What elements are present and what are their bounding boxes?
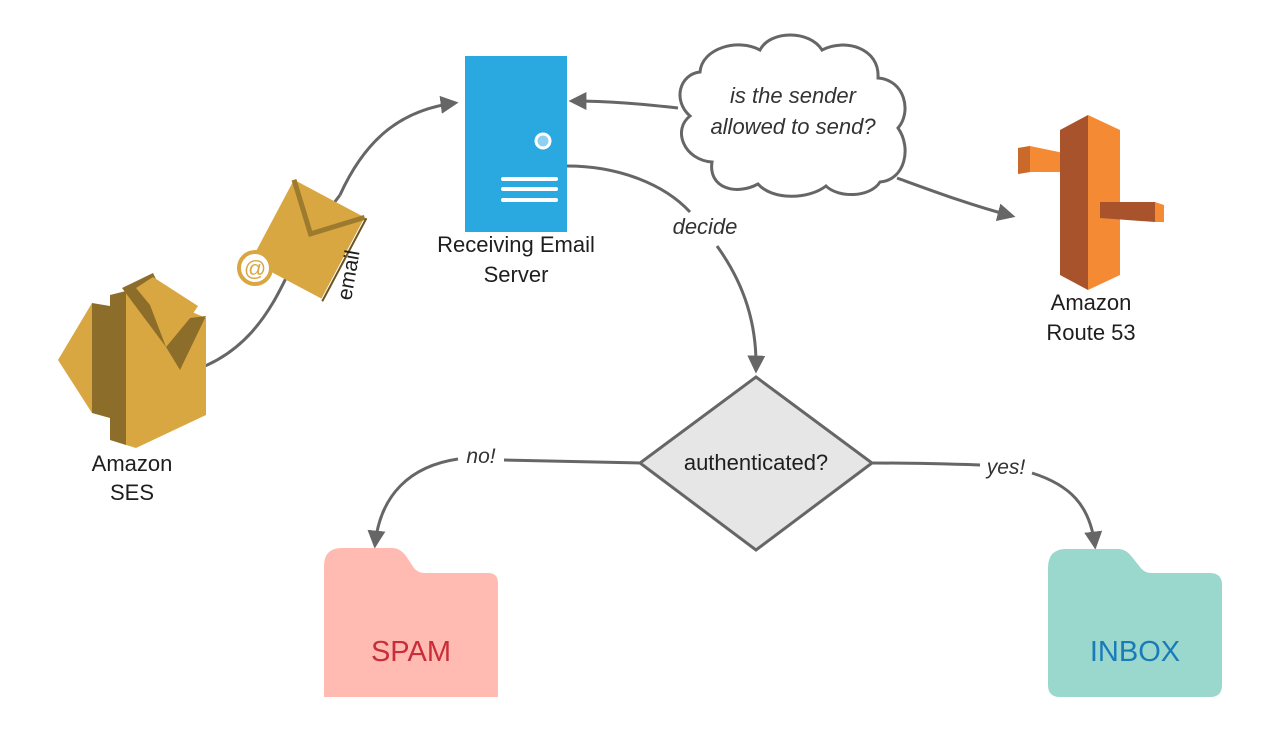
edge-server-to-decision: [566, 164, 692, 214]
spam-folder-icon[interactable]: [324, 548, 498, 697]
spam-label: SPAM: [371, 636, 451, 668]
at-sign-icon: @: [237, 250, 273, 286]
edge-label-decide: decide: [673, 214, 738, 239]
edge-label-no: no!: [466, 445, 495, 468]
email-envelope-icon: [250, 179, 368, 302]
route53-label-line1: Amazon: [1051, 290, 1132, 315]
server-label-line1: Receiving Email: [437, 232, 595, 257]
edge-decision-to-spam-b: [367, 457, 459, 549]
svg-text:@: @: [244, 256, 266, 281]
decision-diamond[interactable]: [637, 375, 875, 552]
edge-decision-to-inbox-b: [1031, 471, 1103, 550]
cloud-text-line1: is the sender: [730, 83, 858, 108]
edge-decision-to-inbox-a: [871, 461, 981, 467]
inbox-label: INBOX: [1090, 636, 1180, 668]
thought-cloud: [678, 33, 907, 198]
amazon-ses-icon: [58, 273, 206, 448]
decision-label: authenticated?: [684, 450, 828, 475]
edge-decision-to-spam-a: [503, 458, 641, 465]
edge-cloud-to-route53: [896, 176, 1016, 222]
cloud-text-line2: allowed to send?: [710, 114, 876, 139]
route53-label-line2: Route 53: [1046, 320, 1135, 345]
amazon-route53-icon: [1018, 115, 1164, 290]
edge-label-yes: yes!: [985, 456, 1026, 479]
edge-cloud-to-server: [568, 92, 679, 111]
ses-label-line2: SES: [110, 480, 154, 505]
server-label-line2: Server: [484, 262, 549, 287]
edge-decide-to-decision: [715, 245, 766, 374]
inbox-folder-icon[interactable]: [1048, 549, 1222, 697]
server-icon[interactable]: [465, 56, 567, 232]
ses-label-line1: Amazon: [92, 451, 173, 476]
